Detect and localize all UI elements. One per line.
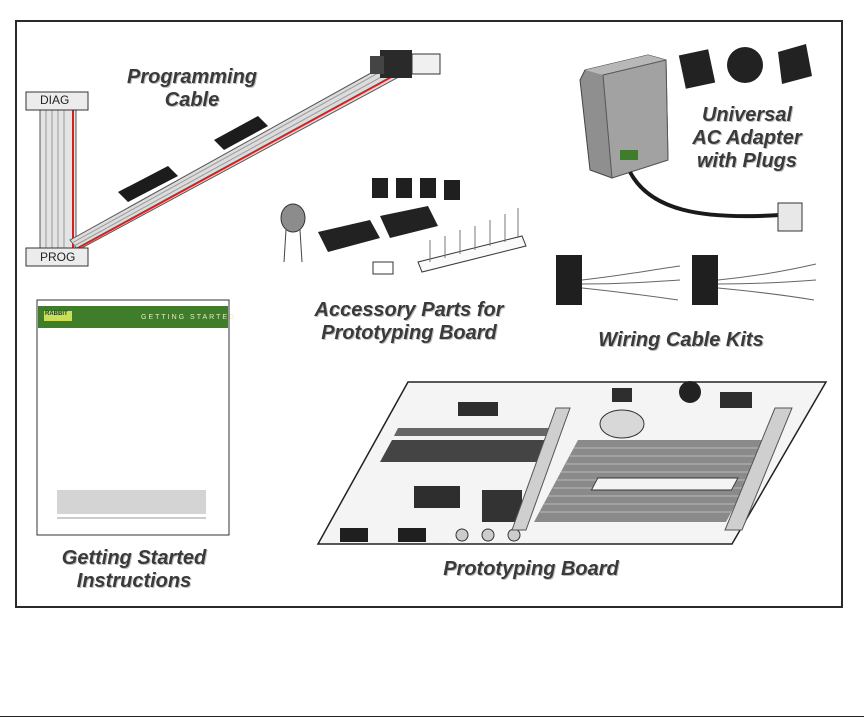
getting-started-label-line-2: Instructions	[76, 570, 192, 592]
prototyping-board	[316, 381, 828, 545]
accessory-parts-label-line-1: Accessory Parts for	[314, 299, 504, 321]
booklet-banner-title: GETTING STARTED	[141, 314, 237, 321]
programming-cable-label: Programming Cable	[112, 66, 272, 112]
getting-started-label-line-1: Getting Started	[61, 547, 207, 569]
ac-adapter-label-line-3: with Plugs	[697, 150, 797, 172]
prog-connector-label: PROG	[40, 250, 76, 264]
booklet-logo: RABBIT	[45, 311, 68, 317]
ac-adapter	[579, 44, 812, 232]
getting-started-booklet	[36, 299, 230, 536]
accessory-parts-label: Accessory Parts for Prototyping Board	[296, 299, 522, 345]
accessory-parts-label-line-2: Prototyping Board	[321, 322, 497, 344]
ac-adapter-label-line-2: AC Adapter	[692, 127, 802, 149]
ac-adapter-label-line-1: Universal	[701, 104, 793, 126]
wiring-cable-kits	[556, 255, 817, 305]
page-bottom-rule	[0, 716, 864, 717]
programming-cable-label-line-1: Programming	[126, 66, 258, 88]
accessory-parts	[280, 178, 527, 275]
prototyping-board-label: Prototyping Board	[443, 558, 619, 580]
wiring-cable-kits-label: Wiring Cable Kits	[598, 329, 764, 351]
getting-started-label: Getting Started Instructions	[46, 547, 222, 593]
programming-cable	[25, 50, 441, 267]
ac-adapter-label: Universal AC Adapter with Plugs	[672, 104, 822, 173]
programming-cable-label-line-2: Cable	[164, 89, 220, 111]
diag-connector-label: DIAG	[40, 93, 70, 107]
